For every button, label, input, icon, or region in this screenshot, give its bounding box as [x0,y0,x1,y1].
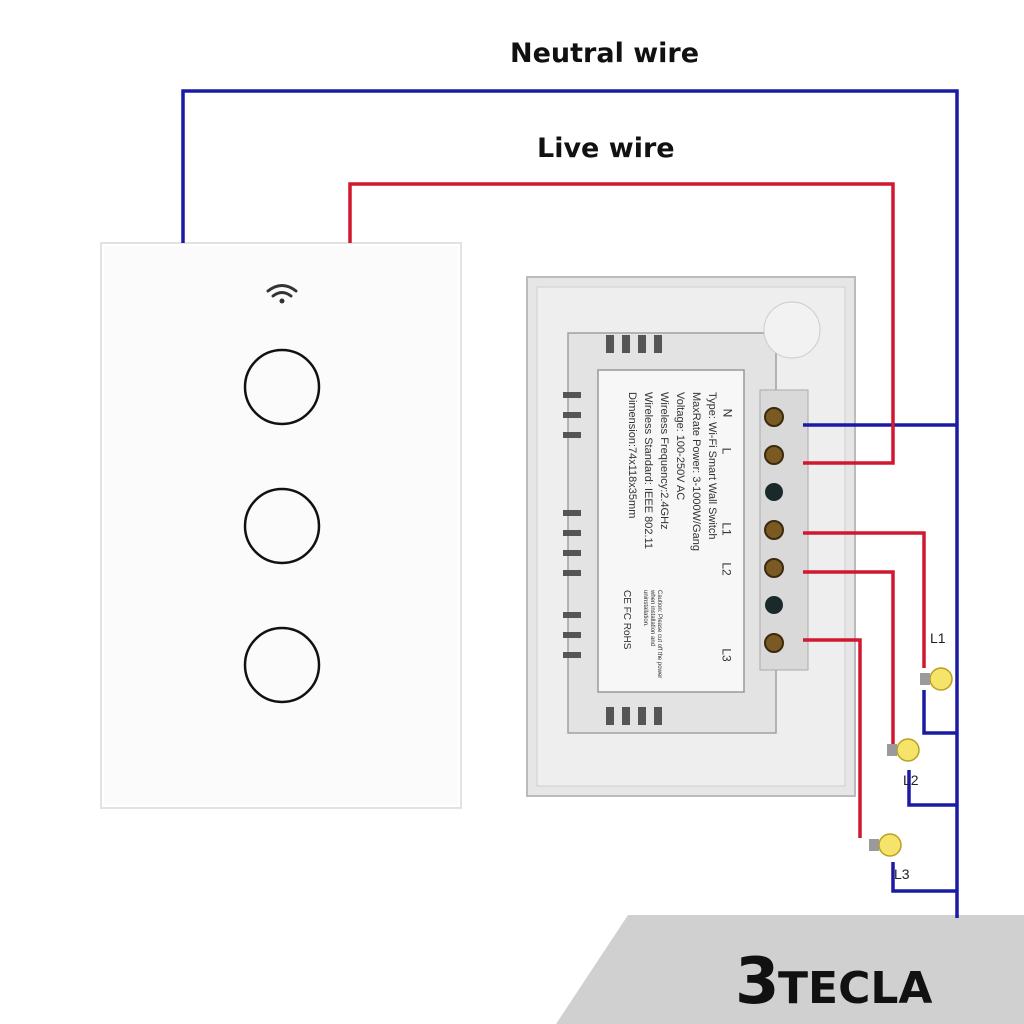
lamp-icon [869,833,902,857]
neutral-wire-to-l3 [891,862,957,893]
terminal-label-l2: L2 [719,562,734,576]
live-wire-to-l3 [803,638,862,838]
terminal-screws [764,407,784,653]
spec-voltage: Voltage: 100-250V AC [674,392,686,501]
switch-back-module [526,276,856,797]
spec-certifications: CE FC RoHS [621,590,632,650]
spec-power: MaxRate Power: 3-1000W/Gang [690,392,702,551]
spec-standard: Wireless Standard: IEEE 802.11 [642,392,654,549]
wifi-icon [266,284,298,304]
terminal-label-n: N [720,408,735,418]
brand-number: 3 [735,945,780,1019]
live-wire-to-l1 [803,531,926,668]
touch-button-3[interactable] [243,626,321,704]
lamp-label-l1: L1 [930,630,946,646]
lamp-icon [920,667,953,691]
terminal-label-l3: L3 [719,648,734,662]
touch-button-1[interactable] [243,348,321,426]
spec-dimension: Dimension:74x118x35mm [626,392,638,519]
lamp-label-l3: L3 [894,866,910,882]
spec-label [597,369,745,693]
terminal-label-l1: L1 [719,522,734,536]
neutral-wire-main [181,89,959,918]
spec-frequency: Wireless Frequency:2.4GHz [658,392,670,530]
neutral-wire-to-l1 [922,690,957,735]
brand-word: TECLA [778,963,933,1014]
live-wire-main [348,182,895,465]
brand-banner [556,915,1024,1024]
switch-front-panel [100,242,462,809]
touch-button-2[interactable] [243,487,321,565]
live-wire-to-l2 [803,570,895,744]
lamp-label-l2: L2 [903,772,919,788]
live-wire-label: Live wire [537,133,675,164]
spec-type: Type: Wi-Fi Smart Wall Switch [706,392,718,540]
neutral-wire-to-l2 [907,770,957,807]
neutral-wire-label: Neutral wire [510,38,700,69]
terminal-label-l: L [719,447,734,455]
lamp-icon [887,738,920,762]
spec-caution: Caution: Please cut off the power when i… [642,590,662,679]
